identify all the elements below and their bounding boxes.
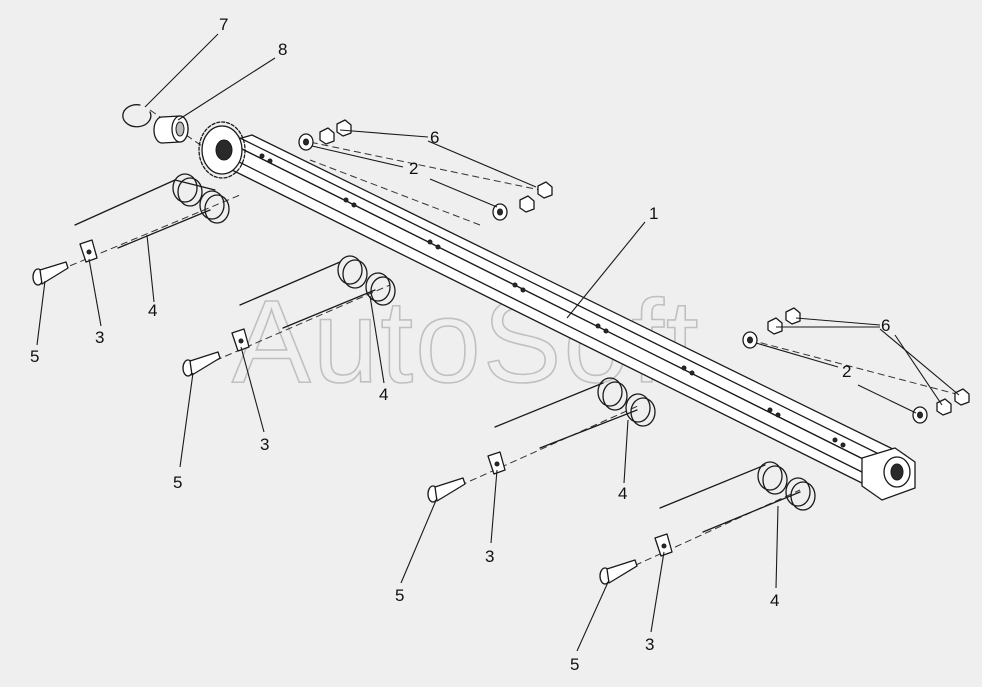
sprocket-wheel bbox=[198, 121, 246, 179]
main-tube bbox=[198, 121, 916, 501]
callout-5c: 5 bbox=[395, 586, 404, 605]
callout-4c: 4 bbox=[618, 484, 627, 503]
washers bbox=[298, 133, 928, 424]
callout-6b: 6 bbox=[881, 316, 890, 335]
callout-8: 8 bbox=[278, 40, 287, 59]
callout-numbers: 7 8 6 2 1 6 2 4 3 5 4 3 5 4 3 5 4 3 5 bbox=[30, 15, 890, 674]
bolts bbox=[32, 261, 638, 585]
callout-7: 7 bbox=[219, 15, 228, 34]
tube-end-block bbox=[861, 447, 916, 501]
callout-1: 1 bbox=[649, 204, 658, 223]
callout-4b: 4 bbox=[379, 385, 388, 404]
callout-3a: 3 bbox=[95, 328, 104, 347]
tine-spring-1 bbox=[74, 173, 230, 249]
retaining-ring bbox=[122, 104, 152, 128]
tine-spring-3 bbox=[494, 377, 656, 449]
callout-2a: 2 bbox=[409, 159, 418, 178]
callout-6a: 6 bbox=[430, 128, 439, 147]
callout-5a: 5 bbox=[30, 347, 39, 366]
tine-spring-4 bbox=[659, 461, 816, 533]
callout-5b: 5 bbox=[173, 473, 182, 492]
bearing bbox=[153, 115, 189, 144]
callout-3b: 3 bbox=[260, 435, 269, 454]
callout-4a: 4 bbox=[148, 301, 157, 320]
tine-spring-2 bbox=[239, 255, 396, 329]
callout-3c: 3 bbox=[485, 547, 494, 566]
leader-lines bbox=[36, 33, 960, 652]
callout-4d: 4 bbox=[770, 591, 779, 610]
callout-2b: 2 bbox=[842, 362, 851, 381]
clamp-plates bbox=[79, 239, 673, 557]
callout-5d: 5 bbox=[570, 655, 579, 674]
callout-3d: 3 bbox=[645, 635, 654, 654]
nuts bbox=[319, 119, 970, 416]
tube-holes bbox=[259, 153, 846, 448]
